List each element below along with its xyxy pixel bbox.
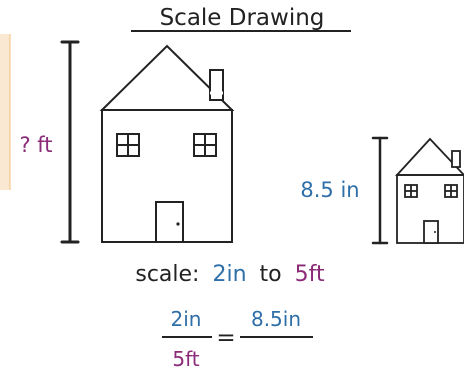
big-house-door-knob bbox=[176, 222, 180, 226]
left-highlight-panel bbox=[0, 34, 10, 190]
scale-value-a: 2in bbox=[212, 262, 246, 287]
title: Scale Drawing bbox=[160, 5, 325, 31]
small-house-door bbox=[423, 220, 439, 244]
big-house-roof bbox=[99, 44, 235, 111]
big-height-indicator bbox=[60, 40, 80, 244]
small-height-indicator bbox=[371, 136, 389, 245]
proportion-right-numerator: 8.5in bbox=[251, 307, 301, 331]
small-house-door-knob bbox=[434, 231, 436, 233]
proportion-equals: = bbox=[216, 325, 235, 351]
small-house-roof bbox=[394, 137, 464, 176]
scale-value-b: 5ft bbox=[295, 262, 325, 287]
scale-middle: to bbox=[260, 262, 282, 287]
proportion-left-numerator: 2in bbox=[171, 307, 202, 331]
small-house-chimney bbox=[451, 150, 461, 168]
small-height-label: 8.5 in bbox=[300, 178, 359, 202]
big-height-label: ? ft bbox=[19, 133, 52, 157]
small-house bbox=[394, 137, 464, 244]
big-house bbox=[99, 44, 235, 243]
scale-prefix: scale: bbox=[135, 262, 199, 287]
proportion-equation: 2in 5ft = 8.5in bbox=[162, 307, 313, 371]
big-house-chimney bbox=[209, 69, 224, 101]
proportion-left-denominator: 5ft bbox=[172, 347, 199, 371]
big-house-door bbox=[155, 201, 184, 243]
scale-line: scale: 2in to 5ft bbox=[135, 262, 325, 287]
